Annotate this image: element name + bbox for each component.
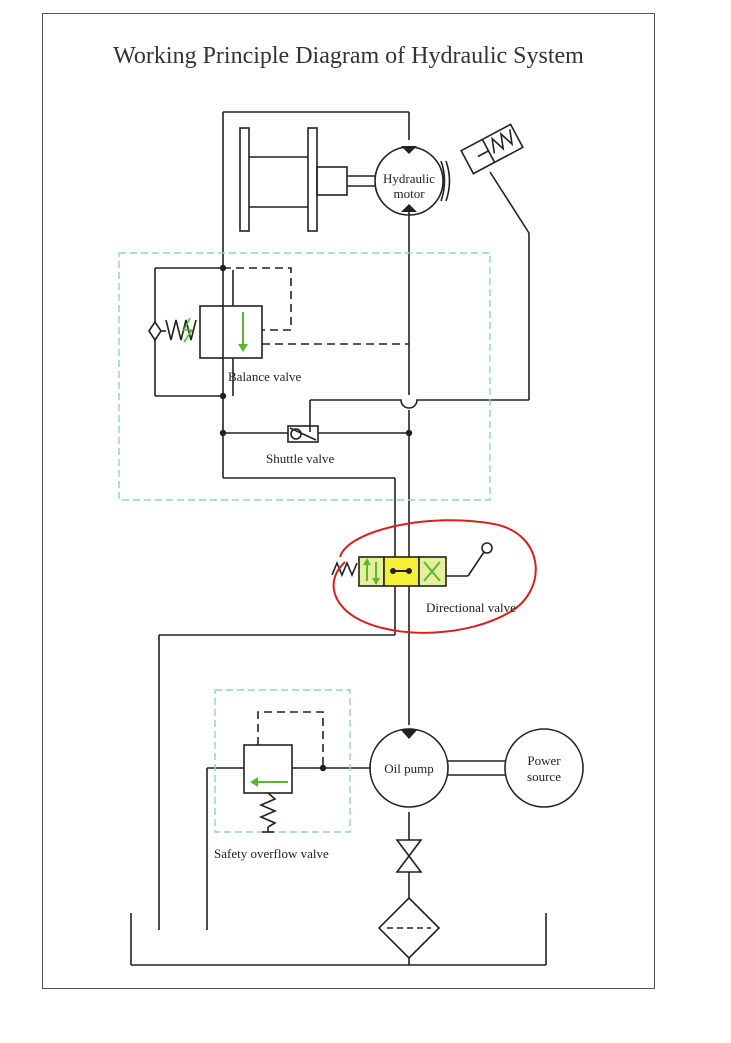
winch-drum (239, 127, 375, 232)
directional-valve (331, 542, 493, 587)
junction-dots (219, 264, 413, 772)
pipe-lines (130, 111, 547, 966)
power-source-label-line1: Power (527, 753, 561, 768)
hydraulic-motor-label-line1: Hydraulic (383, 171, 435, 186)
pilot-lines (223, 267, 409, 768)
safety-overflow-valve-label: Safety overflow valve (214, 846, 329, 861)
red-annotation-circle (332, 519, 537, 634)
shuttle-valve-label: Shuttle valve (266, 451, 334, 466)
oil-filter (377, 896, 441, 960)
directional-valve-label: Directional valve (426, 600, 516, 615)
brake-cylinder (460, 123, 524, 175)
shutoff-valve (395, 839, 423, 873)
balance-valve (148, 305, 263, 359)
directional-valve-symbols (363, 558, 441, 585)
power-source (504, 728, 584, 808)
power-source-label-line2: source (527, 769, 561, 784)
hydraulic-motor-label-line2: motor (393, 186, 425, 201)
diagram-frame (42, 13, 655, 989)
overflow-arrow (250, 777, 288, 787)
diagram-title: Working Principle Diagram of Hydraulic S… (113, 43, 584, 69)
oil-pump-label: Oil pump (384, 761, 433, 776)
hydraulic-motor (374, 146, 451, 216)
component-boxes (118, 252, 491, 833)
safety-overflow-valve (243, 744, 293, 833)
balance-valve-label: Balance valve (228, 369, 301, 384)
balance-valve-arrows (182, 312, 248, 352)
oil-pump (369, 728, 505, 808)
shuttle-valve (287, 425, 319, 443)
